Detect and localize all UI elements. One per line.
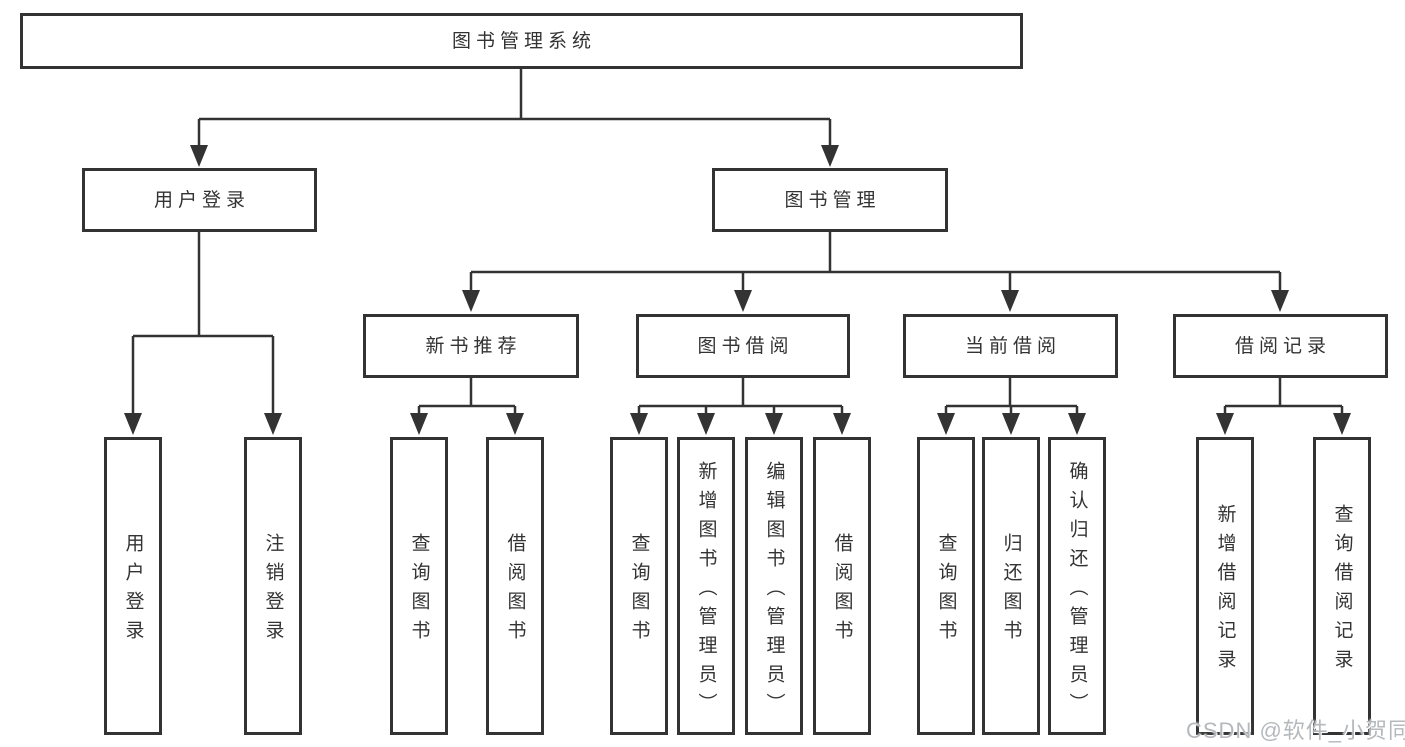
- node-leaf-query-books-1: 查询图书: [390, 437, 448, 735]
- node-leaf-user-login: 用户登录: [104, 437, 162, 735]
- node-current-borrow: 当前借阅: [903, 314, 1118, 378]
- node-label: 图书管理系统: [451, 30, 596, 52]
- node-root: 图书管理系统: [20, 13, 1023, 69]
- node-leaf-query-borrow-record: 查询借阅记录: [1313, 437, 1371, 735]
- node-label: 借阅图书: [504, 533, 526, 649]
- watermark: CSDN @软件_小贺同学: [1186, 718, 1405, 743]
- connector-lines: [131, 69, 1344, 418]
- node-leaf-add-books-admin: 新增图书（管理员）: [677, 437, 735, 735]
- node-label: 用户登录: [153, 189, 250, 211]
- node-label: 新增图书（管理员）: [695, 460, 717, 722]
- node-leaf-logout: 注销登录: [244, 437, 302, 735]
- node-label: 图书管理: [784, 189, 881, 211]
- node-label: 查询图书: [628, 533, 650, 649]
- node-label: 借阅图书: [831, 533, 853, 649]
- node-leaf-borrow-books-2: 借阅图书: [813, 437, 871, 735]
- node-leaf-confirm-return-admin: 确认归还（管理员）: [1048, 437, 1106, 735]
- node-label: 编辑图书（管理员）: [763, 460, 785, 722]
- node-borrow-records: 借阅记录: [1173, 314, 1388, 378]
- node-leaf-borrow-books-1: 借阅图书: [486, 437, 544, 735]
- node-leaf-return-books: 归还图书: [982, 437, 1040, 735]
- node-label: 当前借阅: [964, 335, 1061, 357]
- node-book-borrow: 图书借阅: [636, 314, 850, 378]
- node-book-manage: 图书管理: [712, 168, 948, 232]
- node-label: 查询图书: [935, 533, 957, 649]
- node-label: 新书推荐: [425, 335, 522, 357]
- node-leaf-query-books-3: 查询图书: [917, 437, 975, 735]
- node-label: 用户登录: [122, 533, 144, 649]
- node-user-login: 用户登录: [82, 168, 317, 232]
- node-label: 查询图书: [408, 533, 430, 649]
- node-label: 查询借阅记录: [1331, 504, 1353, 678]
- connector-arrowheads: [124, 145, 1351, 435]
- node-label: 借阅记录: [1234, 335, 1331, 357]
- node-new-books: 新书推荐: [363, 314, 579, 378]
- node-label: 注销登录: [262, 533, 284, 649]
- node-leaf-query-books-2: 查询图书: [610, 437, 668, 735]
- node-leaf-edit-books-admin: 编辑图书（管理员）: [745, 437, 803, 735]
- node-label: 新增借阅记录: [1214, 504, 1236, 678]
- node-label: 确认归还（管理员）: [1066, 460, 1088, 722]
- node-label: 归还图书: [1000, 533, 1022, 649]
- node-label: 图书借阅: [697, 335, 794, 357]
- node-leaf-add-borrow-record: 新增借阅记录: [1196, 437, 1254, 735]
